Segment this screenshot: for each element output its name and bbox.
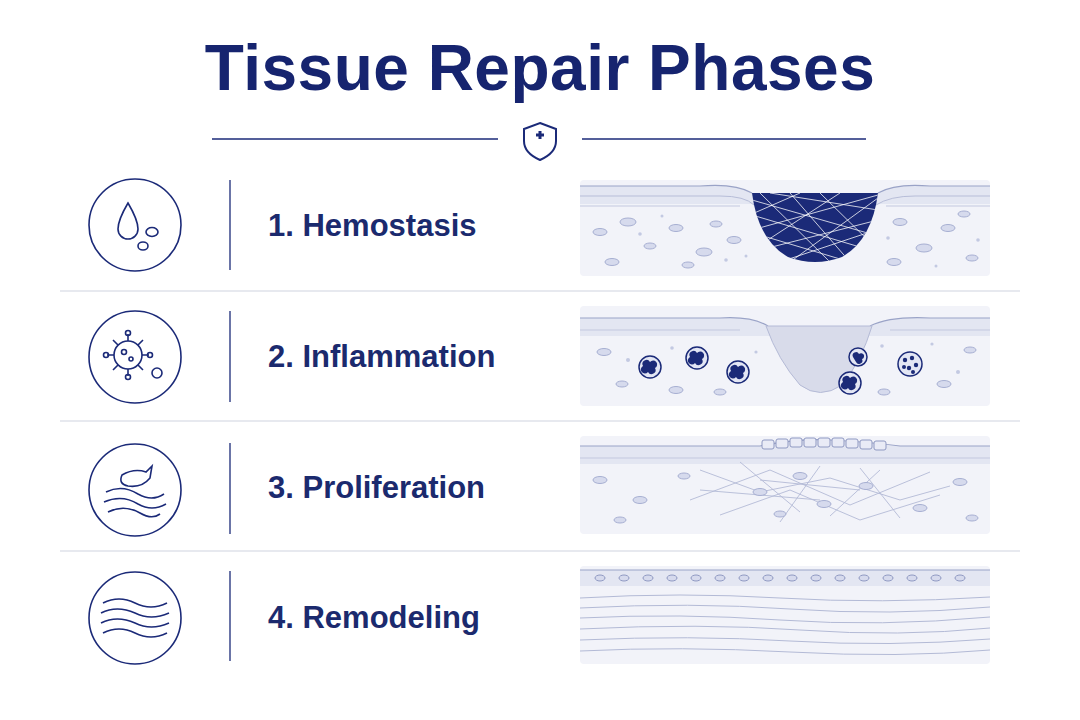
- tissue-illustration: [580, 306, 990, 406]
- tissue-illustration: [580, 180, 990, 276]
- tissue-illustration: [580, 566, 990, 664]
- phase-band: 2. Inflammation: [60, 293, 560, 421]
- shield-icon: [524, 123, 556, 160]
- column-divider: [229, 180, 230, 661]
- phase-band: 1. Hemostasis: [60, 162, 560, 290]
- phase-label: 2. Inflammation: [268, 339, 495, 375]
- phase-label: 3. Proliferation: [268, 470, 485, 506]
- diagram-title: Tissue Repair Phases: [0, 28, 1080, 108]
- phase-band: 4. Remodeling: [60, 554, 560, 682]
- row-separator: [60, 291, 1020, 551]
- tissue-illustration: [580, 436, 990, 534]
- neutrophil: [639, 347, 922, 394]
- phase-icon: [89, 179, 181, 664]
- phase-label: 4. Remodeling: [268, 600, 480, 636]
- phase-band: 3. Proliferation: [60, 424, 560, 552]
- phase-label: 1. Hemostasis: [268, 208, 477, 244]
